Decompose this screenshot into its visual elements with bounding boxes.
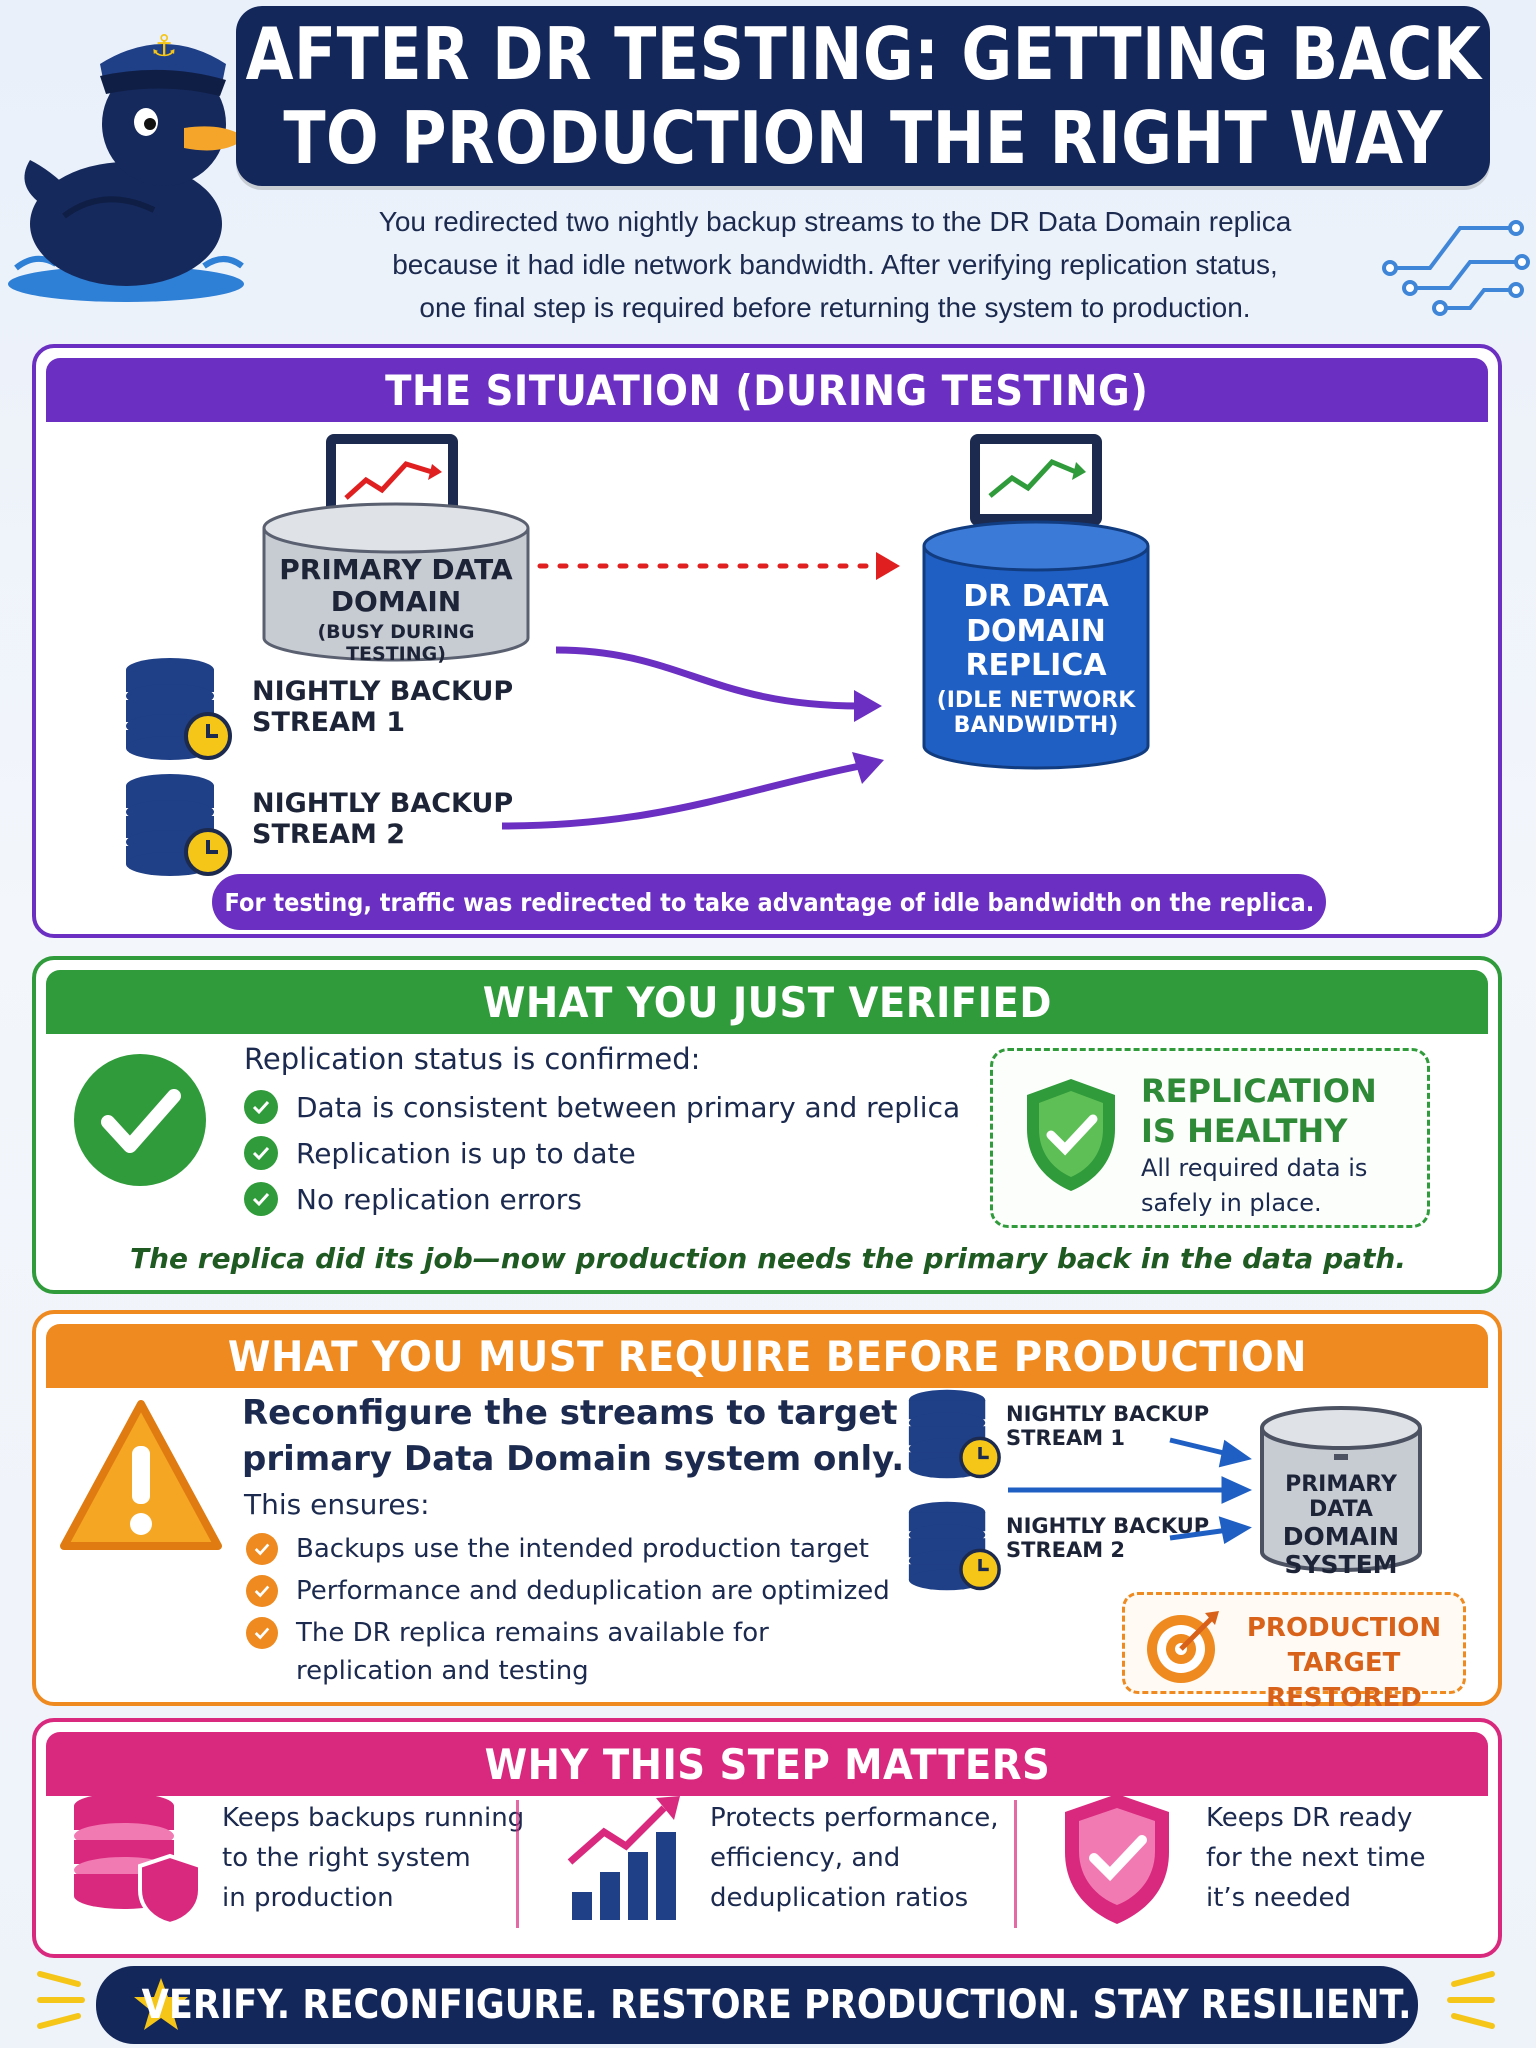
primary-data-domain-cylinder — [262, 434, 530, 662]
check-icon — [246, 1575, 278, 1607]
footer-banner: VERIFY. RECONFIGURE. RESTORE PRODUCTION.… — [96, 1966, 1418, 2044]
warning-icon — [60, 1400, 222, 1550]
verified-item-1: Data is consistent between primary and r… — [244, 1090, 960, 1124]
replica-label: DR DATA DOMAIN REPLICA (IDLE NETWORK BAN… — [936, 579, 1136, 738]
check-circle-icon — [74, 1054, 206, 1186]
target-arrows — [1008, 1437, 1253, 1544]
bar-chart-arrow-icon — [567, 1796, 680, 1920]
circuit-icon — [1382, 220, 1530, 316]
primary-system-cylinder — [1260, 1406, 1422, 1572]
ensures-label: This ensures: — [244, 1488, 430, 1521]
intro-text: You redirected two nightly backup stream… — [300, 200, 1370, 329]
intro-line-3: one final step is required before return… — [419, 292, 1251, 323]
footer-text: VERIFY. RECONFIGURE. RESTORE PRODUCTION.… — [142, 1982, 1412, 2028]
intro-line-1: You redirected two nightly backup stream… — [378, 206, 1292, 237]
check-icon — [246, 1617, 278, 1649]
require-heading: WHAT YOU MUST REQUIRE BEFORE PRODUCTION — [46, 1324, 1488, 1388]
situation-callout: For testing, traffic was redirected to t… — [212, 874, 1326, 930]
database-clock-icon — [908, 1389, 1001, 1479]
shield-check-icon — [1027, 1079, 1115, 1191]
target-icon — [1147, 1611, 1219, 1683]
check-icon — [244, 1182, 278, 1216]
burst-lines-left — [37, 1971, 85, 2029]
check-icon — [244, 1136, 278, 1170]
verified-item-3: No replication errors — [244, 1182, 582, 1216]
shield-check-icon — [1065, 1794, 1169, 1924]
page-title-line-1: AFTER DR TESTING: GETTING BACK — [245, 12, 1481, 96]
database-shield-icon — [74, 1793, 202, 1926]
check-icon — [244, 1090, 278, 1124]
check-icon — [246, 1533, 278, 1565]
duck-mascot: ⚓ — [8, 29, 246, 302]
page-title-line-2: TO PRODUCTION THE RIGHT WAY — [283, 96, 1443, 180]
redirect-arrows — [501, 552, 900, 830]
verified-heading: WHAT YOU JUST VERIFIED — [46, 970, 1488, 1034]
verified-item-2: Replication is up to date — [244, 1136, 636, 1170]
database-clock-icon — [126, 658, 232, 760]
dr-replica-cylinder — [922, 434, 1150, 770]
svg-text:⚓: ⚓ — [151, 29, 178, 64]
require-item-2: Performance and deduplication are optimi… — [246, 1572, 890, 1610]
title-banner: AFTER DR TESTING: GETTING BACK TO PRODUC… — [236, 6, 1490, 186]
require-item-1: Backups use the intended production targ… — [246, 1530, 869, 1568]
verified-note: The replica did its job—now production n… — [130, 1242, 1406, 1275]
star-icon — [134, 1978, 188, 2030]
burst-lines-right — [1447, 1971, 1495, 2029]
intro-line-2: because it had idle network bandwidth. A… — [392, 249, 1278, 280]
why-panel: WHY THIS STEP MATTERS — [32, 1718, 1502, 1958]
verified-title: Replication status is confirmed: — [244, 1042, 701, 1076]
why-heading: WHY THIS STEP MATTERS — [46, 1732, 1488, 1796]
divider — [1014, 1800, 1017, 1928]
situation-panel: THE SITUATION (DURING TESTING) — [32, 344, 1502, 938]
monitor-chart-icon — [970, 434, 1102, 546]
database-clock-icon — [126, 774, 232, 876]
database-clock-icon — [908, 1501, 1001, 1591]
primary-label: PRIMARY DATA DOMAIN (BUSY DURING TESTING… — [279, 553, 513, 666]
situation-heading: THE SITUATION (DURING TESTING) — [46, 358, 1488, 422]
divider — [516, 1800, 519, 1928]
